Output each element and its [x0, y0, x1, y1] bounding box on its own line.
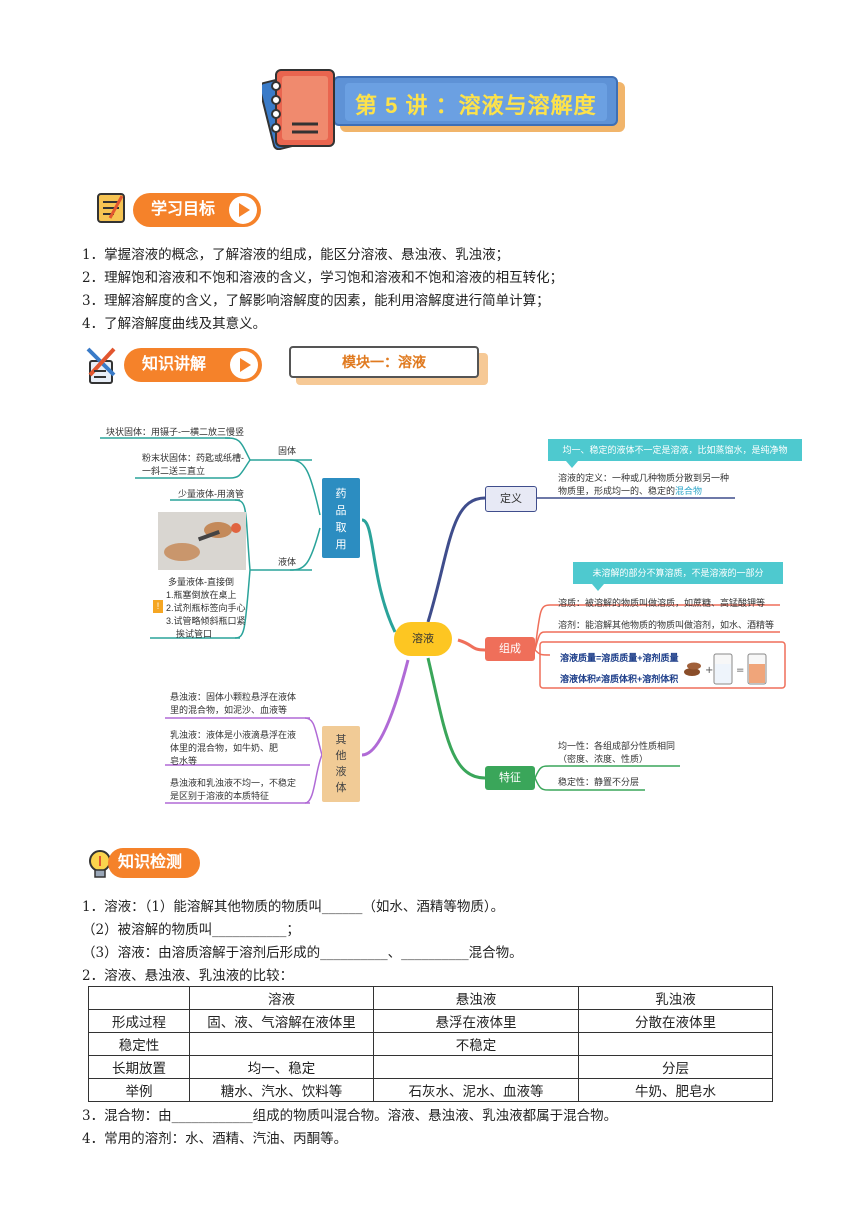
mindmap-suspension-1: 悬浊液：固体小颗粒悬浮在液体 — [170, 692, 297, 702]
table-row: 长期放置 均一、稳定 分层 — [88, 1055, 773, 1079]
mindmap-composition-callout: 未溶解的部分不算溶质，不是溶液的一部分 — [573, 562, 783, 584]
section-check-pill: 知识检测 — [108, 848, 200, 878]
mindmap-much-liquid-3: 3.试管略倾斜瓶口紧 — [166, 616, 246, 626]
check-q2: 2．溶液、悬浊液、乳浊液的比较： — [82, 968, 294, 984]
callout-pointer — [566, 461, 578, 468]
table-cell — [373, 1055, 579, 1079]
callout-pointer — [592, 584, 604, 591]
mindmap-solute: 溶质：被溶解的物质叫做溶质，如蔗糖、高锰酸钾等 — [558, 598, 766, 608]
table-cell: 石灰水、泥水、血液等 — [373, 1078, 579, 1102]
mindmap-definition-callout: 均一、稳定的液体不一定是溶液，比如蒸馏水，是纯净物 — [548, 439, 802, 461]
mindmap-much-liquid-title: 多量液体-直接倒 — [168, 577, 234, 587]
mindmap-suspension-2: 里的混合物，如泥沙、血液等 — [170, 705, 288, 715]
section-check-label: 知识检测 — [118, 854, 183, 871]
check-q4: 4．常用的溶剂：水、酒精、汽油、丙酮等。 — [82, 1131, 348, 1147]
table-row: 举例 糖水、汽水、饮料等 石灰水、泥水、血液等 牛奶、肥皂水 — [88, 1078, 773, 1102]
table-header-cell — [88, 986, 190, 1010]
mindmap-powder-solid-1: 粉末状固体：药匙或纸槽- — [142, 453, 244, 463]
mindmap-emulsion-3: 皂水等 — [170, 756, 198, 766]
table-cell: 不稳定 — [373, 1032, 579, 1056]
mindmap-node-feature: 特征 — [485, 766, 535, 790]
module-title: 模块一：溶液 — [289, 346, 479, 378]
table-cell: 牛奶、肥皂水 — [578, 1078, 773, 1102]
check-q1-a: 1．溶液：（1）能溶解其他物质的物质叫______（如水、酒精等物质）。 — [82, 899, 505, 915]
mindmap-diff-1: 悬浊液和乳浊液不均一，不稳定 — [170, 778, 297, 788]
table-cell: 糖水、汽水、饮料等 — [189, 1078, 374, 1102]
check-q1-b: （2）被溶解的物质叫___________； — [82, 922, 300, 938]
mindmap-small-liquid: 少量液体-用滴管 — [178, 489, 244, 499]
table-cell: 均一、稳定 — [189, 1055, 374, 1079]
notebook-icon — [262, 69, 335, 150]
mindmap-much-liquid-2: 2.试剂瓶标签向手心 — [166, 603, 246, 613]
table-cell: 长期放置 — [88, 1055, 190, 1079]
title-banner-inner — [345, 83, 607, 121]
mindmap-branches — [100, 437, 786, 804]
mindmap-emulsion-1: 乳浊液：液体是小液滴悬浮在液 — [170, 730, 297, 740]
table-header-cell: 悬浊液 — [373, 986, 579, 1010]
table-row: 形成过程 固、液、气溶解在液体里 悬浮在液体里 分散在液体里 — [88, 1009, 773, 1033]
table-header-row: 溶液 悬浊液 乳浊液 — [88, 986, 773, 1010]
lightbulb-icon — [89, 850, 111, 878]
tools-icon — [86, 347, 116, 384]
mindmap-much-liquid-4: 挨试管口 — [176, 629, 213, 639]
page-title: 第 5 讲 ：溶液与溶解度 — [355, 93, 597, 118]
mindmap-vol-neq: 溶液体积≠溶质体积+溶剂体积 — [560, 674, 679, 684]
table-cell: 稳定性 — [88, 1032, 190, 1056]
mindmap-node-other: 其他液体 — [322, 726, 360, 802]
table-cell: 固、液、气溶解在液体里 — [189, 1009, 374, 1033]
mindmap-stable: 稳定性：静置不分层 — [558, 777, 640, 787]
mindmap-much-liquid-1: 1.瓶塞倒放在桌上 — [166, 590, 237, 600]
svg-text:=: = — [736, 665, 744, 676]
goal-item: 4．了解溶解度曲线及其意义。 — [82, 316, 267, 332]
section-goals-label: 学习目标 — [151, 201, 216, 218]
play-icon — [229, 196, 257, 224]
mindmap-center: 溶液 — [394, 622, 452, 656]
mindmap-node-other-label: 其他液体 — [335, 734, 347, 794]
dropper-photo — [158, 512, 246, 570]
table-header-cell: 溶液 — [189, 986, 374, 1010]
scroll-icon — [97, 193, 125, 223]
section-knowledge-label: 知识讲解 — [142, 356, 207, 373]
mindmap-definition-text-2: 物质里，形成均一的、稳定的混合物 — [558, 485, 702, 498]
mindmap-mass-eq: 溶液质量=溶质质量+溶剂质量 — [560, 653, 679, 663]
mindmap-emulsion-2: 体里的混合物，如牛奶、肥 — [170, 743, 279, 753]
mindmap-solid: 固体 — [278, 446, 297, 456]
goal-item: 3．理解溶解度的含义，了解影响溶解度的因素，能利用溶解度进行简单计算； — [82, 293, 550, 309]
table-cell: 悬浮在液体里 — [373, 1009, 579, 1033]
comparison-table: 溶液 悬浊液 乳浊液 形成过程 固、液、气溶解在液体里 悬浮在液体里 分散在液体… — [88, 986, 773, 1102]
table-cell: 形成过程 — [88, 1009, 190, 1033]
table-row: 稳定性 不稳定 — [88, 1032, 773, 1056]
beakers-illustration: + = — [684, 653, 767, 685]
mindmap-definition-highlight: 混合物 — [675, 486, 703, 496]
mindmap-diff-2: 是区别于溶液的本质特征 — [170, 791, 270, 801]
goal-item: 2．理解饱和溶液和不饱和溶液的含义，学习饱和溶液和不饱和溶液的相互转化； — [82, 270, 564, 286]
section-goals-pill: 学习目标 — [133, 193, 261, 227]
mindmap-node-drug: 药品取用 — [322, 478, 360, 558]
mindmap-uniform-2: （密度、浓度、性质） — [558, 754, 649, 764]
mindmap-node-drug-label: 药品取用 — [335, 488, 347, 551]
mindmap-node-composition: 组成 — [485, 637, 535, 661]
table-cell — [189, 1032, 374, 1056]
mindmap-definition-text-1: 溶液的定义：一种或几种物质分散到另一种 — [558, 473, 730, 483]
mindmap-node-definition: 定义 — [485, 486, 537, 512]
check-q1-c: （3）溶液：由溶质溶解于溶剂后形成的__________、__________混… — [82, 945, 523, 961]
table-cell: 分层 — [578, 1055, 773, 1079]
warning-icon: ! — [153, 600, 163, 613]
goal-item: 1．掌握溶液的概念，了解溶液的组成，能区分溶液、悬浊液、乳浊液； — [82, 247, 510, 263]
table-cell: 举例 — [88, 1078, 190, 1102]
svg-text:+: + — [705, 665, 713, 676]
mindmap-solvent: 溶剂：能溶解其他物质的物质叫做溶剂，如水、酒精等 — [558, 620, 775, 630]
play-icon — [230, 351, 258, 379]
table-cell — [578, 1032, 773, 1056]
mindmap-powder-solid-2: 一斜二送三直立 — [142, 466, 206, 476]
table-header-cell: 乳浊液 — [578, 986, 773, 1010]
mindmap-definition-text-2-main: 物质里，形成均一的、稳定的 — [558, 486, 676, 496]
mindmap-uniform-1: 均一性：各组成部分性质相同 — [558, 741, 676, 751]
table-cell: 分散在液体里 — [578, 1009, 773, 1033]
mindmap-block-solid: 块状固体：用镊子-一横二放三慢竖 — [106, 427, 244, 437]
mindmap-liquid: 液体 — [278, 557, 297, 567]
section-knowledge-pill: 知识讲解 — [124, 348, 262, 382]
check-q3: 3．混合物：由____________组成的物质叫混合物。溶液、悬浊液、乳浊液都… — [82, 1108, 618, 1124]
